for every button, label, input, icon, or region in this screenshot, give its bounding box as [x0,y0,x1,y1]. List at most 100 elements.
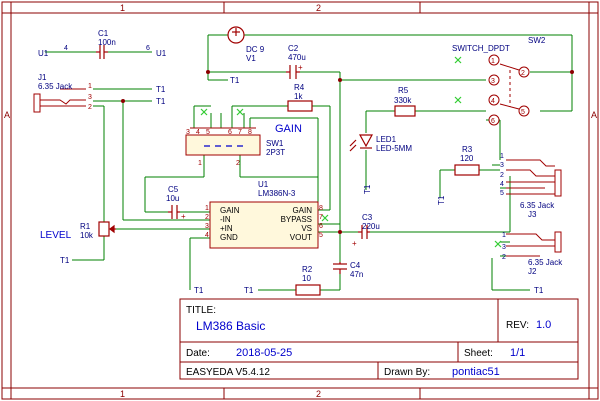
r4-value: 1k [294,92,303,101]
r4-ref: R4 [294,83,305,92]
v1-ref: DC 9 [246,45,265,54]
ic-u1-body [209,201,319,249]
capacitor-c1 [96,45,108,59]
u1-pin-label-2: -IN [220,215,231,224]
drawn-by-label: Drawn By: [384,367,430,378]
c3-value: 220u [362,222,380,231]
jack-j2 [506,231,562,257]
j2-pin-3: 3 [502,244,506,251]
u1-pin-label-8: GAIN [292,206,312,215]
j1-pin-2: 2 [88,104,92,111]
c1-net-left: U1 [38,49,49,58]
frame-col-2-bottom: 2 [316,389,321,399]
frame-col-2-top: 2 [316,3,321,13]
capacitor-c5 [168,205,180,219]
sheet-value: 1/1 [510,347,525,359]
u1-pin-7: 7 [319,214,323,221]
u1-pin-label-1: GAIN [220,206,240,215]
sw1-pin-7: 7 [238,129,242,136]
c4-value: 47n [350,270,363,279]
switch-sw1 [185,127,261,156]
sw1-ref: SW1 [266,139,284,148]
v1-net: T1 [230,76,240,85]
u1-pin-label-3: +IN [220,224,233,233]
u1-pin-8: 8 [319,205,323,212]
sw1-pin-8: 8 [248,129,252,136]
r3-value: 120 [460,154,474,163]
u1-pin-1: 1 [205,205,209,212]
c3-plus: + [352,239,357,248]
sw2-pin-1: 1 [491,58,495,65]
sw1-pin-2: 2 [236,160,240,167]
dc-source-v1 [227,26,245,44]
r3-net: T1 [437,195,446,205]
u1-pin-2: 2 [205,214,209,221]
j3-pin-3: 3 [500,162,504,169]
level-label: LEVEL [40,230,72,241]
title-value: LM386 Basic [196,319,265,333]
led1-ref: LED1 [376,135,397,144]
sw2-pin-4: 4 [491,98,495,105]
c3-ref: C3 [362,213,373,222]
c1-net-right: U1 [156,49,167,58]
frame-row-a-right: A [591,110,597,120]
drawn-by-value: pontiac51 [452,366,500,378]
date-label: Date: [186,348,210,359]
c2-ref: C2 [288,44,299,53]
r5-ref: R5 [398,86,409,95]
sw2-pin-3: 3 [491,78,495,85]
r1-value: 10k [80,231,94,240]
resistor-r5 [394,105,416,117]
frame-row-a-left: A [4,110,10,120]
j2-net: T1 [534,286,544,295]
u1-value: LM386N-3 [258,189,296,198]
capacitor-c2 [286,65,300,79]
led1-net: T1 [363,184,372,194]
software-version: EASYEDA V5.4.12 [186,367,270,378]
r5-value: 330k [394,96,412,105]
jack-j1 [33,88,86,113]
j1-ref: J1 [38,73,47,82]
c5-plus: + [181,212,186,221]
c2-value: 470u [288,53,306,62]
u1-pin-label-6: VS [301,224,312,233]
sw2-pin-5: 5 [521,109,525,116]
title-label: TITLE: [186,305,216,316]
led-led1 [349,134,374,152]
u1-pin-5: 5 [319,232,323,239]
u1-gnd-net: T1 [194,286,204,295]
r3-ref: R3 [462,145,473,154]
capacitor-c4 [333,262,347,274]
j2-value: 6.35 Jack [528,258,563,267]
date-value: 2018-05-25 [236,347,292,359]
title-block [179,298,579,380]
sw2-pin-2: 2 [521,70,525,77]
c2-plus: + [298,63,303,72]
resistor-r3 [454,164,480,176]
frame-col-1-top: 1 [120,3,125,13]
sw1-pin-3: 3 [186,129,190,136]
frame-col-1-bottom: 1 [120,389,125,399]
j3-pin-4: 4 [500,181,504,188]
r2-value: 10 [302,274,311,283]
r1-net: T1 [60,256,70,265]
j3-ref: J3 [528,210,537,219]
rev-value: 1.0 [536,319,551,331]
c1-value: 100n [98,38,116,47]
potentiometer-r1 [98,221,116,237]
j1-pin-3: 3 [88,94,92,101]
sw1-value: 2P3T [266,148,285,157]
sw1-pin-6: 6 [228,129,232,136]
v1-value: V1 [246,54,256,63]
r2-net: T1 [244,286,254,295]
j1-net-b: T1 [156,97,166,106]
j3-pin-2: 2 [500,172,504,179]
u1-pin-6: 6 [319,223,323,230]
led1-value: LED-5MM [376,144,412,153]
rev-label: REV: [506,320,529,331]
u1-pin-4: 4 [205,232,209,239]
c4-ref: C4 [350,261,361,270]
resistor-r4 [287,100,313,112]
